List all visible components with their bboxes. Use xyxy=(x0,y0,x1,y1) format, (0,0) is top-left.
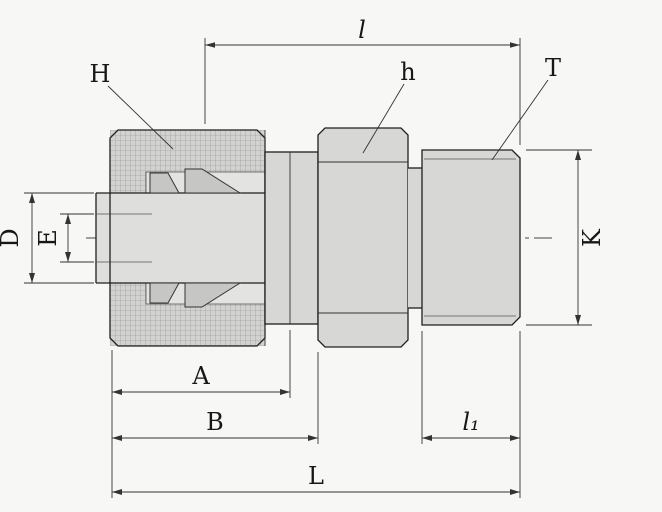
leader-h xyxy=(362,83,405,154)
leader-H xyxy=(107,85,174,150)
label-H: H xyxy=(90,60,111,88)
nut-outline xyxy=(109,129,266,347)
dimension-B xyxy=(112,352,319,444)
label-h: h xyxy=(400,58,415,86)
label-D: D xyxy=(0,228,24,247)
dimension-A xyxy=(111,330,291,498)
dimension-L xyxy=(112,331,521,498)
label-L: L xyxy=(308,462,324,490)
tube xyxy=(95,192,265,284)
dimension-D xyxy=(24,192,94,284)
dimension-l xyxy=(204,38,521,145)
label-l: l xyxy=(358,16,366,44)
thread-neck xyxy=(408,167,422,309)
dimension-E xyxy=(60,213,94,263)
label-l1: l₁ xyxy=(462,408,479,436)
label-B: B xyxy=(206,408,224,436)
label-E: E xyxy=(34,229,62,247)
dimension-K xyxy=(526,149,592,326)
label-T: T xyxy=(545,54,561,82)
label-A: A xyxy=(191,362,210,390)
hex-body xyxy=(317,127,409,348)
ferrules xyxy=(149,168,242,308)
threaded-end xyxy=(421,149,521,326)
label-K: K xyxy=(578,228,606,247)
fitting-body xyxy=(264,151,319,325)
dimension-l1 xyxy=(421,331,520,444)
